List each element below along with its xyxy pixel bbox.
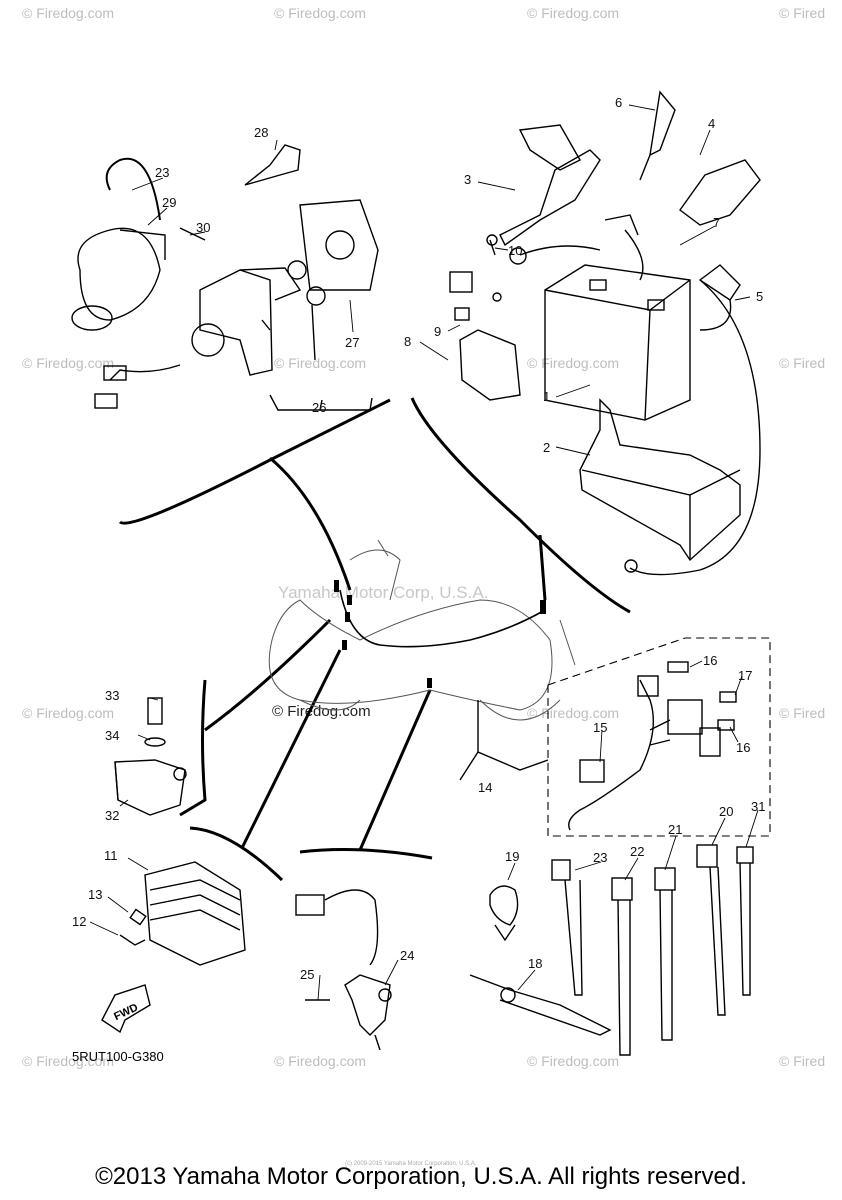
watermark: © Firedog.com (274, 5, 367, 21)
watermark: © Fired (779, 5, 826, 21)
group-brackets (118, 397, 631, 882)
callout-7: 7 (713, 215, 720, 230)
rectifier-assembly (119, 861, 246, 966)
callout-23a: 23 (155, 165, 169, 180)
watermark: © Firedog.com (527, 5, 620, 21)
callout-10: 10 (508, 243, 522, 258)
callout-12: 12 (72, 914, 86, 929)
watermark: © Firedog.com (22, 1053, 115, 1069)
callout-20: 20 (719, 804, 733, 819)
watermark: © Firedog.com (527, 355, 620, 371)
watermark: © Firedog.com (527, 1053, 620, 1069)
callout-3: 3 (464, 172, 471, 187)
battery-assembly (449, 90, 761, 576)
sub-harness-box (547, 637, 771, 837)
callout-24: 24 (400, 948, 414, 963)
watermark: © Fired (779, 355, 826, 371)
callout-25: 25 (300, 967, 314, 982)
fwd-arrow (101, 984, 151, 1034)
callout-26: 26 (312, 400, 326, 415)
callout-16a: 16 (703, 653, 717, 668)
callout-13: 13 (88, 887, 102, 902)
location-marks (334, 580, 546, 688)
watermark: © Fired (779, 1053, 826, 1069)
callout-19: 19 (505, 849, 519, 864)
diagram-code: 5RUT100-G380 (72, 1049, 164, 1064)
watermark: © Firedog.com (274, 1053, 367, 1069)
callout-27: 27 (345, 335, 359, 350)
callout-28: 28 (254, 125, 268, 140)
callout-4: 4 (708, 116, 715, 131)
watermark: © Fired (779, 705, 826, 721)
callout-22: 22 (630, 844, 644, 859)
callout-1: 1 (543, 389, 550, 404)
sub-harness-14 (568, 661, 737, 831)
callout-17: 17 (738, 668, 752, 683)
callout-18: 18 (528, 956, 542, 971)
callout-34: 34 (105, 728, 119, 743)
callout-21: 21 (668, 822, 682, 837)
callout-30: 30 (196, 220, 210, 235)
watermark: © Firedog.com (22, 705, 115, 721)
callout-32: 32 (105, 808, 119, 823)
small-print: (c) 2009-2015 Yamaha Motor Corporation, … (345, 1161, 477, 1167)
callout-2: 2 (543, 440, 550, 455)
cable-ties (469, 844, 754, 1056)
callout-31: 31 (751, 799, 765, 814)
watermark: © Firedog.com (22, 5, 115, 21)
callout-15: 15 (593, 720, 607, 735)
callout-16b: 16 (736, 740, 750, 755)
callout-33: 33 (105, 688, 119, 703)
callout-labels: 1 2 3 4 5 6 7 8 9 10 11 12 13 14 15 16 1… (72, 95, 765, 982)
relay-assembly (114, 697, 187, 816)
copyright-notice: ©2013 Yamaha Motor Corporation, U.S.A. A… (95, 1163, 747, 1190)
ignition-switch-assembly (71, 144, 379, 411)
callout-5: 5 (756, 289, 763, 304)
callout-14: 14 (478, 780, 492, 795)
callout-11: 11 (104, 848, 118, 863)
center-watermark-site: © Firedog.com (272, 703, 371, 720)
callout-23b: 23 (593, 850, 607, 865)
callout-6: 6 (615, 95, 622, 110)
callout-9: 9 (434, 324, 441, 339)
wire-harness-route (339, 589, 546, 648)
callout-8: 8 (404, 334, 411, 349)
watermark: © Firedog.com (274, 355, 367, 371)
leader-lines (89, 104, 759, 1001)
callout-29: 29 (162, 195, 176, 210)
watermark: © Firedog.com (22, 355, 115, 371)
center-watermark: Yamaha Motor Corp, U.S.A. (278, 583, 489, 602)
sensor-assembly (295, 889, 392, 1051)
motorcycle-outline (268, 539, 576, 721)
